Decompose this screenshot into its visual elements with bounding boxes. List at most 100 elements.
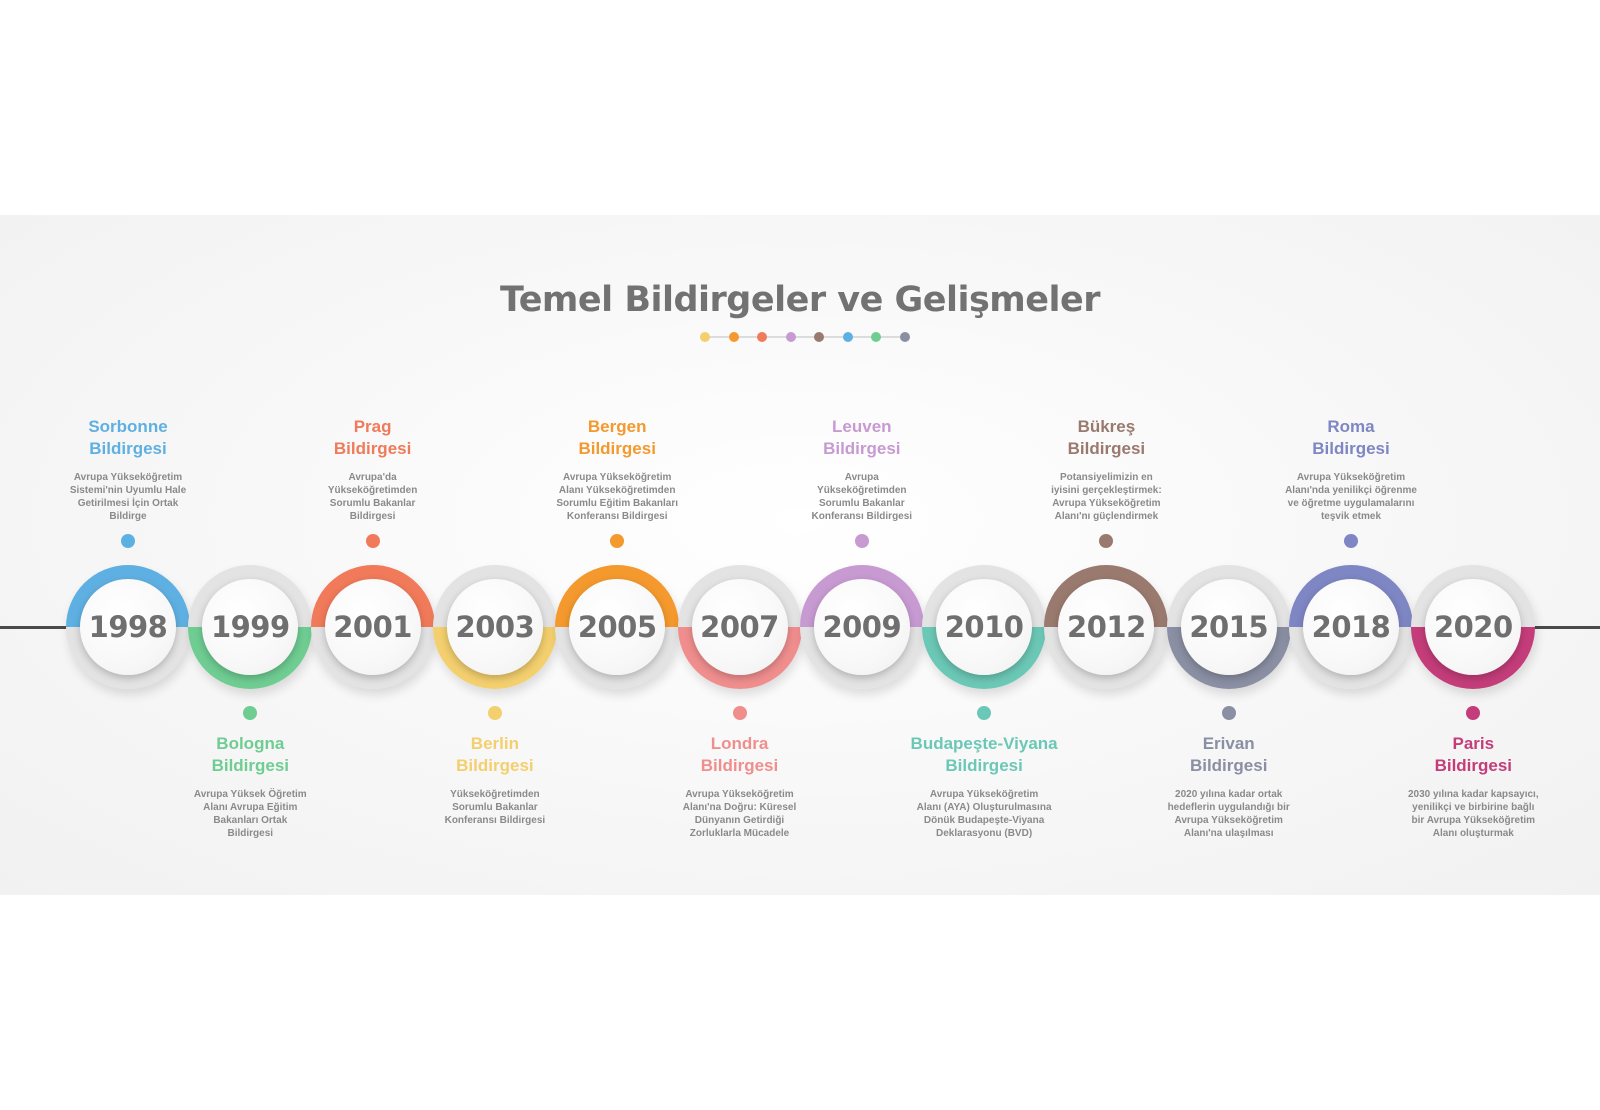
- declaration-description-line: Avrupa Yükseköğretim: [1052, 498, 1161, 509]
- year-ring: 2015: [1166, 565, 1291, 689]
- declaration-name-line: Bildirgesi: [1312, 439, 1390, 458]
- declaration-name-line: Bildirgesi: [89, 439, 167, 458]
- title-divider-dot: [757, 332, 767, 342]
- title-divider-dot: [899, 332, 910, 342]
- declaration-description-line: ve öğretme uygulamalarını: [1287, 498, 1415, 509]
- declaration-description-line: Zorluklarla Mücadele: [689, 828, 790, 839]
- declaration-description-line: Sorumlu Bakanlar: [819, 498, 905, 509]
- declaration-description-line: Dünyanın Getirdiği: [694, 815, 785, 826]
- declaration-description-line: Getirilmesi İçin Ortak: [77, 498, 179, 509]
- year-ring: 2009: [799, 565, 924, 689]
- declaration-description-line: Sorumlu Bakanlar: [452, 802, 538, 813]
- year-ring: 2010: [922, 565, 1047, 689]
- year-label: 2001: [333, 610, 412, 644]
- declaration-name-line: Paris: [1452, 734, 1495, 753]
- timeline-marker-dot: [977, 706, 992, 720]
- declaration-description-line: teşvik etmek: [1320, 511, 1382, 522]
- declaration-description-line: yenilikçi ve birbirine bağlı: [1412, 802, 1535, 813]
- declaration-description-line: Avrupa Yüksek Öğretim: [193, 789, 307, 800]
- declaration-description-line: Konferansı Bildirgesi: [444, 815, 546, 826]
- declaration-description-line: Alanı'na ulaşılması: [1183, 828, 1274, 839]
- declaration-name-line: Bildirgesi: [700, 756, 779, 775]
- year-ring: 1999: [188, 565, 313, 689]
- declaration-name-line: Bildirgesi: [456, 756, 534, 775]
- declaration-description-line: Avrupa'da: [348, 472, 397, 483]
- title-divider-dot: [700, 332, 710, 342]
- year-label: 2020: [1433, 610, 1513, 644]
- declaration-description-line: Sorumlu Bakanlar: [329, 498, 416, 509]
- year-circle: 1999: [202, 579, 299, 675]
- year-ring: 2003: [432, 565, 557, 689]
- title-divider-dot: [842, 332, 853, 342]
- timeline-marker-dot: [732, 706, 747, 720]
- year-ring: 2020: [1411, 565, 1536, 689]
- declaration-name-line: Budapeşte-Viyana: [910, 734, 1058, 753]
- declaration-description-line: Avrupa Yükseköğretim: [685, 789, 794, 800]
- timeline-marker-dot: [610, 534, 625, 548]
- declaration-description-line: Deklarasyonu (BVD): [936, 828, 1033, 839]
- year-circle: 2003: [446, 579, 543, 675]
- declaration-description-line: 2020 yılına kadar ortak: [1175, 789, 1283, 800]
- title-divider-dot: [785, 332, 796, 342]
- declaration-name-line: Bildirgesi: [1434, 756, 1513, 775]
- declaration-description: 2030 yılına kadar kapsayıcı,yenilikçi ve…: [1403, 788, 1543, 840]
- declaration-name-line: Bildirgesi: [823, 439, 901, 458]
- year-label: 1999: [210, 610, 290, 644]
- year-label: 2003: [455, 610, 535, 644]
- year-circle: 2012: [1058, 579, 1155, 675]
- declaration-description-line: Alanı (AYA) Oluşturulmasına: [916, 802, 1052, 813]
- timeline-marker-dot: [487, 706, 502, 720]
- timeline-marker-dot: [121, 534, 135, 548]
- year-circle: 2020: [1425, 579, 1522, 675]
- declaration-name-line: Prag: [353, 417, 392, 436]
- year-ring: 1998: [66, 565, 190, 689]
- year-label: 2012: [1067, 610, 1146, 644]
- year-circle: 1998: [80, 579, 176, 675]
- declaration-description-line: Avrupa Yükseköğretim: [929, 789, 1039, 800]
- timeline-marker-dot: [1466, 706, 1481, 720]
- title-divider-dot: [728, 332, 739, 342]
- year-label: 1998: [88, 610, 168, 644]
- declaration-description-line: Bildirgesi: [227, 828, 274, 839]
- declaration-name-line: Bildirgesi: [945, 756, 1023, 775]
- declaration-description-line: Avrupa Yükseköğretim: [1174, 815, 1283, 826]
- declaration-description-line: Avrupa Yükseköğretim: [73, 472, 183, 483]
- declaration-description-line: Alanı oluşturmak: [1432, 828, 1514, 839]
- background-band: [0, 215, 1600, 895]
- declaration-description-line: Alanı Yükseköğretimden: [558, 485, 676, 496]
- year-ring: 2018: [1289, 565, 1413, 689]
- declaration-description-line: bir Avrupa Yükseköğretim: [1411, 815, 1536, 826]
- declaration-name-line: Sorbonne: [88, 417, 168, 436]
- year-circle: 2009: [813, 579, 910, 675]
- declaration-name-line: Bologna: [216, 734, 285, 753]
- timeline-marker-dot: [854, 534, 869, 548]
- year-ring: 2001: [310, 565, 435, 689]
- declaration-name-line: Berlin: [470, 734, 519, 753]
- declaration-description-line: Avrupa: [844, 472, 879, 483]
- declaration-description-line: Sorumlu Eğitim Bakanları: [556, 498, 679, 509]
- declaration-name-line: Bildirgesi: [333, 439, 412, 458]
- declaration-description-line: Sistemi'nin Uyumlu Hale: [69, 485, 187, 496]
- declaration-name-line: Bildirgesi: [1067, 439, 1146, 458]
- declaration-description-line: iyisini gerçekleştirmek:: [1051, 485, 1162, 496]
- declaration-description-line: Alanı'nda yenilikçi öğrenme: [1285, 485, 1417, 496]
- year-label: 2018: [1311, 610, 1391, 644]
- declaration-name-line: Bildirgesi: [578, 439, 656, 458]
- declaration-name-line: Bergen: [587, 417, 647, 436]
- year-label: 2005: [577, 610, 657, 644]
- declaration-description-line: hedeflerin uygulandığı bir: [1167, 802, 1290, 813]
